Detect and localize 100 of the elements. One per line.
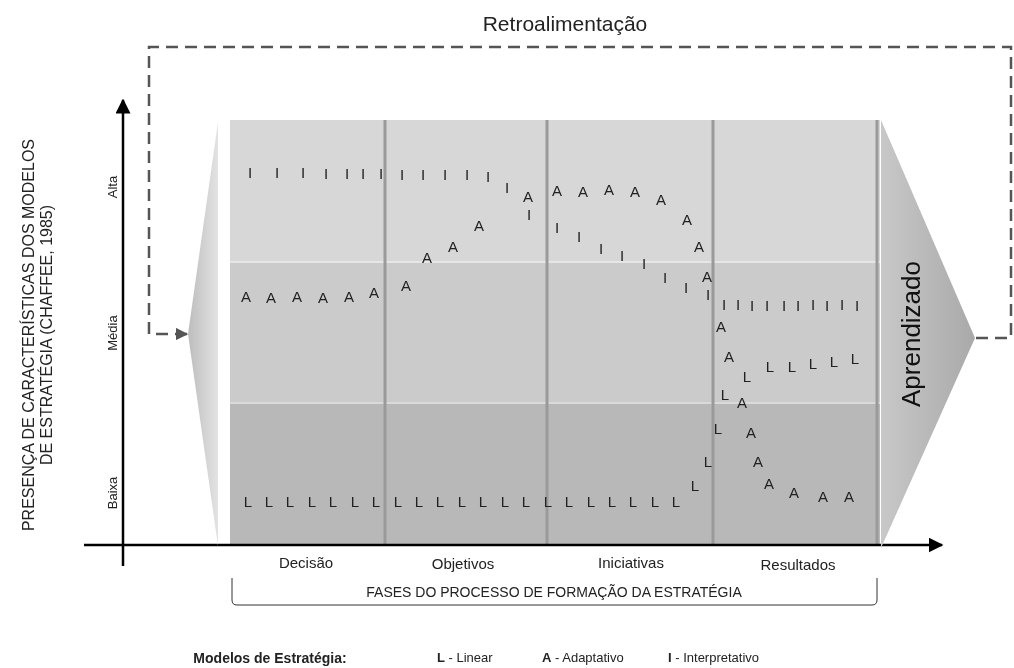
model-letter: I xyxy=(247,164,253,182)
model-letter: A xyxy=(344,288,354,306)
axis-level-label: Alta xyxy=(105,175,121,199)
model-letter: L xyxy=(742,368,752,386)
model-letter: L xyxy=(435,493,445,511)
node-label: Aprendizado xyxy=(896,261,927,407)
legend-item: A - Adaptativo xyxy=(542,650,624,666)
model-letter: L xyxy=(703,453,713,471)
model-letter: A xyxy=(241,288,251,306)
model-letter: A xyxy=(604,181,614,199)
model-letter: A xyxy=(764,475,774,493)
model-letter: A xyxy=(523,188,533,206)
model-letter: I xyxy=(323,165,329,183)
model-letter: I xyxy=(526,206,532,224)
model-letter: I xyxy=(781,297,787,315)
model-letter: I xyxy=(420,166,426,184)
model-letter: L xyxy=(850,350,860,368)
model-letter: I xyxy=(735,296,741,314)
model-letter: I xyxy=(721,296,727,314)
model-letter: A xyxy=(474,217,484,235)
model-letter: A xyxy=(724,348,734,366)
model-letter: I xyxy=(662,269,668,287)
model-letter: A xyxy=(682,211,692,229)
model-letter: I xyxy=(399,166,405,184)
model-letter: A xyxy=(737,394,747,412)
model-letter: I xyxy=(683,279,689,297)
model-letter: A xyxy=(292,288,302,306)
model-letter: L xyxy=(765,358,775,376)
axis-level-label: Baixa xyxy=(105,476,121,510)
model-letter: I xyxy=(839,296,845,314)
legend-item: L - Linear xyxy=(437,650,493,666)
phase-label: Decisão xyxy=(278,554,334,572)
model-letter: L xyxy=(628,493,638,511)
model-letter: I xyxy=(749,297,755,315)
phase-label: Resultados xyxy=(760,556,836,574)
model-letter: A xyxy=(716,318,726,336)
model-letter: L xyxy=(243,493,253,511)
model-letter: L xyxy=(264,493,274,511)
model-letter: L xyxy=(808,355,818,373)
model-letter: L xyxy=(713,420,723,438)
model-letter: L xyxy=(564,493,574,511)
model-letter: I xyxy=(641,255,647,273)
model-letter: I xyxy=(464,166,470,184)
model-letter: L xyxy=(307,493,317,511)
model-letter: L xyxy=(457,493,467,511)
model-letter: I xyxy=(485,168,491,186)
model-letter: L xyxy=(328,493,338,511)
model-letter: A xyxy=(369,284,379,302)
model-letter: L xyxy=(393,493,403,511)
model-letter: I xyxy=(795,297,801,315)
model-letter: L xyxy=(414,493,424,511)
model-letter: A xyxy=(630,183,640,201)
legend-item: I - Interpretativo xyxy=(668,650,760,666)
model-letter: I xyxy=(810,296,816,314)
model-letter: A xyxy=(318,289,328,307)
model-letter: I xyxy=(442,166,448,184)
model-letter: A xyxy=(401,277,411,295)
model-letter: L xyxy=(650,493,660,511)
model-letter: I xyxy=(378,165,384,183)
model-letter: A xyxy=(578,183,588,201)
model-letter: A xyxy=(552,182,562,200)
model-letter: I xyxy=(854,297,860,315)
model-letter: L xyxy=(478,493,488,511)
model-letter: L xyxy=(543,493,553,511)
model-letter: A xyxy=(844,488,854,506)
model-letter: I xyxy=(504,179,510,197)
model-letter: L xyxy=(671,493,681,511)
phase-label: Iniciativas xyxy=(598,554,664,572)
model-letter: A xyxy=(753,453,763,471)
model-letter: I xyxy=(824,297,830,315)
model-letter: I xyxy=(705,286,711,304)
model-letter: I xyxy=(554,219,560,237)
model-letter: L xyxy=(690,477,700,495)
model-letter: L xyxy=(500,493,510,511)
model-letter: A xyxy=(818,488,828,506)
model-letter: A xyxy=(746,424,756,442)
model-letter: A xyxy=(448,238,458,256)
model-letter: L xyxy=(586,493,596,511)
model-letter: I xyxy=(619,247,625,265)
model-letter: A xyxy=(656,191,666,209)
model-letter: I xyxy=(274,164,280,182)
model-letter: L xyxy=(285,493,295,511)
model-letter: L xyxy=(720,386,730,404)
model-letter: L xyxy=(829,353,839,371)
model-letter: I xyxy=(344,165,350,183)
model-letter: A xyxy=(266,289,276,307)
model-letter: I xyxy=(300,164,306,182)
model-letter: A xyxy=(789,484,799,502)
model-letter: I xyxy=(576,228,582,246)
model-letter: L xyxy=(350,493,360,511)
model-letter: A xyxy=(702,268,712,286)
model-letter: A xyxy=(694,238,704,256)
model-letter: I xyxy=(764,297,770,315)
axis-level-label: Média xyxy=(105,315,121,351)
model-letter: I xyxy=(360,165,366,183)
model-letter: L xyxy=(521,493,531,511)
model-letter: I xyxy=(598,240,604,258)
axis-title: PRESENÇA DE CARACTERÍSTICAS DOS MODELOS DE ESTRATÉGIA (CHAFFEE, 1985) xyxy=(19,137,56,533)
model-letter: L xyxy=(787,358,797,376)
legend-title: Modelos de Estratégia: xyxy=(193,649,347,667)
